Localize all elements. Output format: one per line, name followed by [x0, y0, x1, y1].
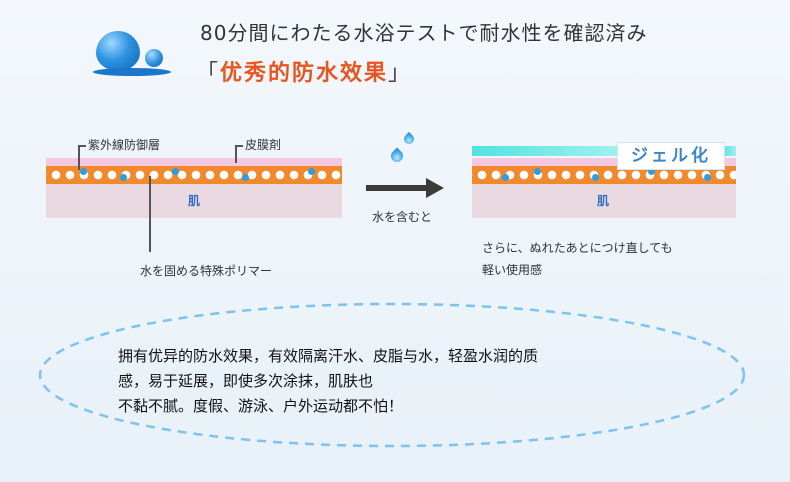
- subtitle: 「优秀的防水效果」: [196, 55, 412, 87]
- arrow-label: 水を含むと: [372, 210, 433, 224]
- description-text: 拥有优异的防水效果，有效隔离汗水、皮脂与水，轻盈水润的质 感，易于延展，即使多次…: [118, 344, 698, 419]
- gel-label: ジェル化: [617, 142, 725, 170]
- polymer-dot: [120, 174, 127, 181]
- skin-label: 肌: [597, 194, 610, 208]
- skin-label: 肌: [188, 194, 201, 208]
- uv-layer-label: 紫外線防御層: [88, 138, 161, 152]
- description-line-3: 不黏不腻。度假、游泳、户外运动都不怕！: [118, 397, 404, 415]
- leader-line-uv: [78, 145, 80, 170]
- skin-layer: [46, 184, 342, 218]
- small-drop-icon: [145, 49, 163, 67]
- caption-line-1: さらに、ぬれたあとにつけ直しても: [482, 241, 673, 255]
- polymer-dot: [534, 168, 541, 175]
- polymer-dot: [308, 168, 315, 175]
- skin-layer: [472, 184, 736, 218]
- film-label: 皮膜剤: [245, 138, 282, 152]
- water-drop-icon: [388, 147, 406, 165]
- headline: 80分間にわたる水浴テストで耐水性を確認済み: [200, 21, 648, 45]
- leader-line-film-tick: [235, 145, 243, 147]
- polymer-dot: [704, 174, 711, 181]
- description-line-2: 感，易于延展，即使多次涂抹，肌肤也: [118, 372, 374, 390]
- bracket-close: 」: [388, 61, 413, 86]
- right-arrow-head: [426, 178, 444, 198]
- diagram-before: 肌: [46, 158, 342, 220]
- drop-base-icon: [93, 68, 171, 76]
- speech-bubble-outline: [38, 302, 746, 448]
- caption-line-2: 軽い使用感: [482, 263, 543, 277]
- description-line-1: 拥有优异的防水效果，有效隔离汗水、皮脂与水，轻盈水润的质: [118, 347, 539, 365]
- large-drop-icon: [96, 31, 140, 71]
- polymer-dot: [648, 168, 655, 175]
- diagram-after: 肌: [472, 158, 736, 220]
- leader-line-film: [235, 145, 237, 163]
- polymer-label: 水を固める特殊ポリマー: [140, 264, 273, 278]
- polymer-dot: [592, 174, 599, 181]
- leader-line-uv-tick: [78, 145, 86, 147]
- leader-line-polymer: [149, 176, 151, 252]
- gel-layer: [722, 146, 736, 156]
- bracket-open: 「: [196, 61, 221, 86]
- gel-layer: [472, 146, 618, 156]
- right-arrow-icon: [366, 185, 428, 191]
- film-layer: [46, 158, 342, 166]
- water-drop-icon: [401, 131, 417, 147]
- polymer-dot: [80, 168, 87, 175]
- film-layer: [472, 158, 736, 166]
- polymer-dot: [172, 168, 179, 175]
- polymer-dot: [242, 174, 249, 181]
- polymer-dot: [502, 174, 509, 181]
- subtitle-text: 优秀的防水效果: [220, 61, 389, 86]
- polymer-layer: [46, 166, 342, 184]
